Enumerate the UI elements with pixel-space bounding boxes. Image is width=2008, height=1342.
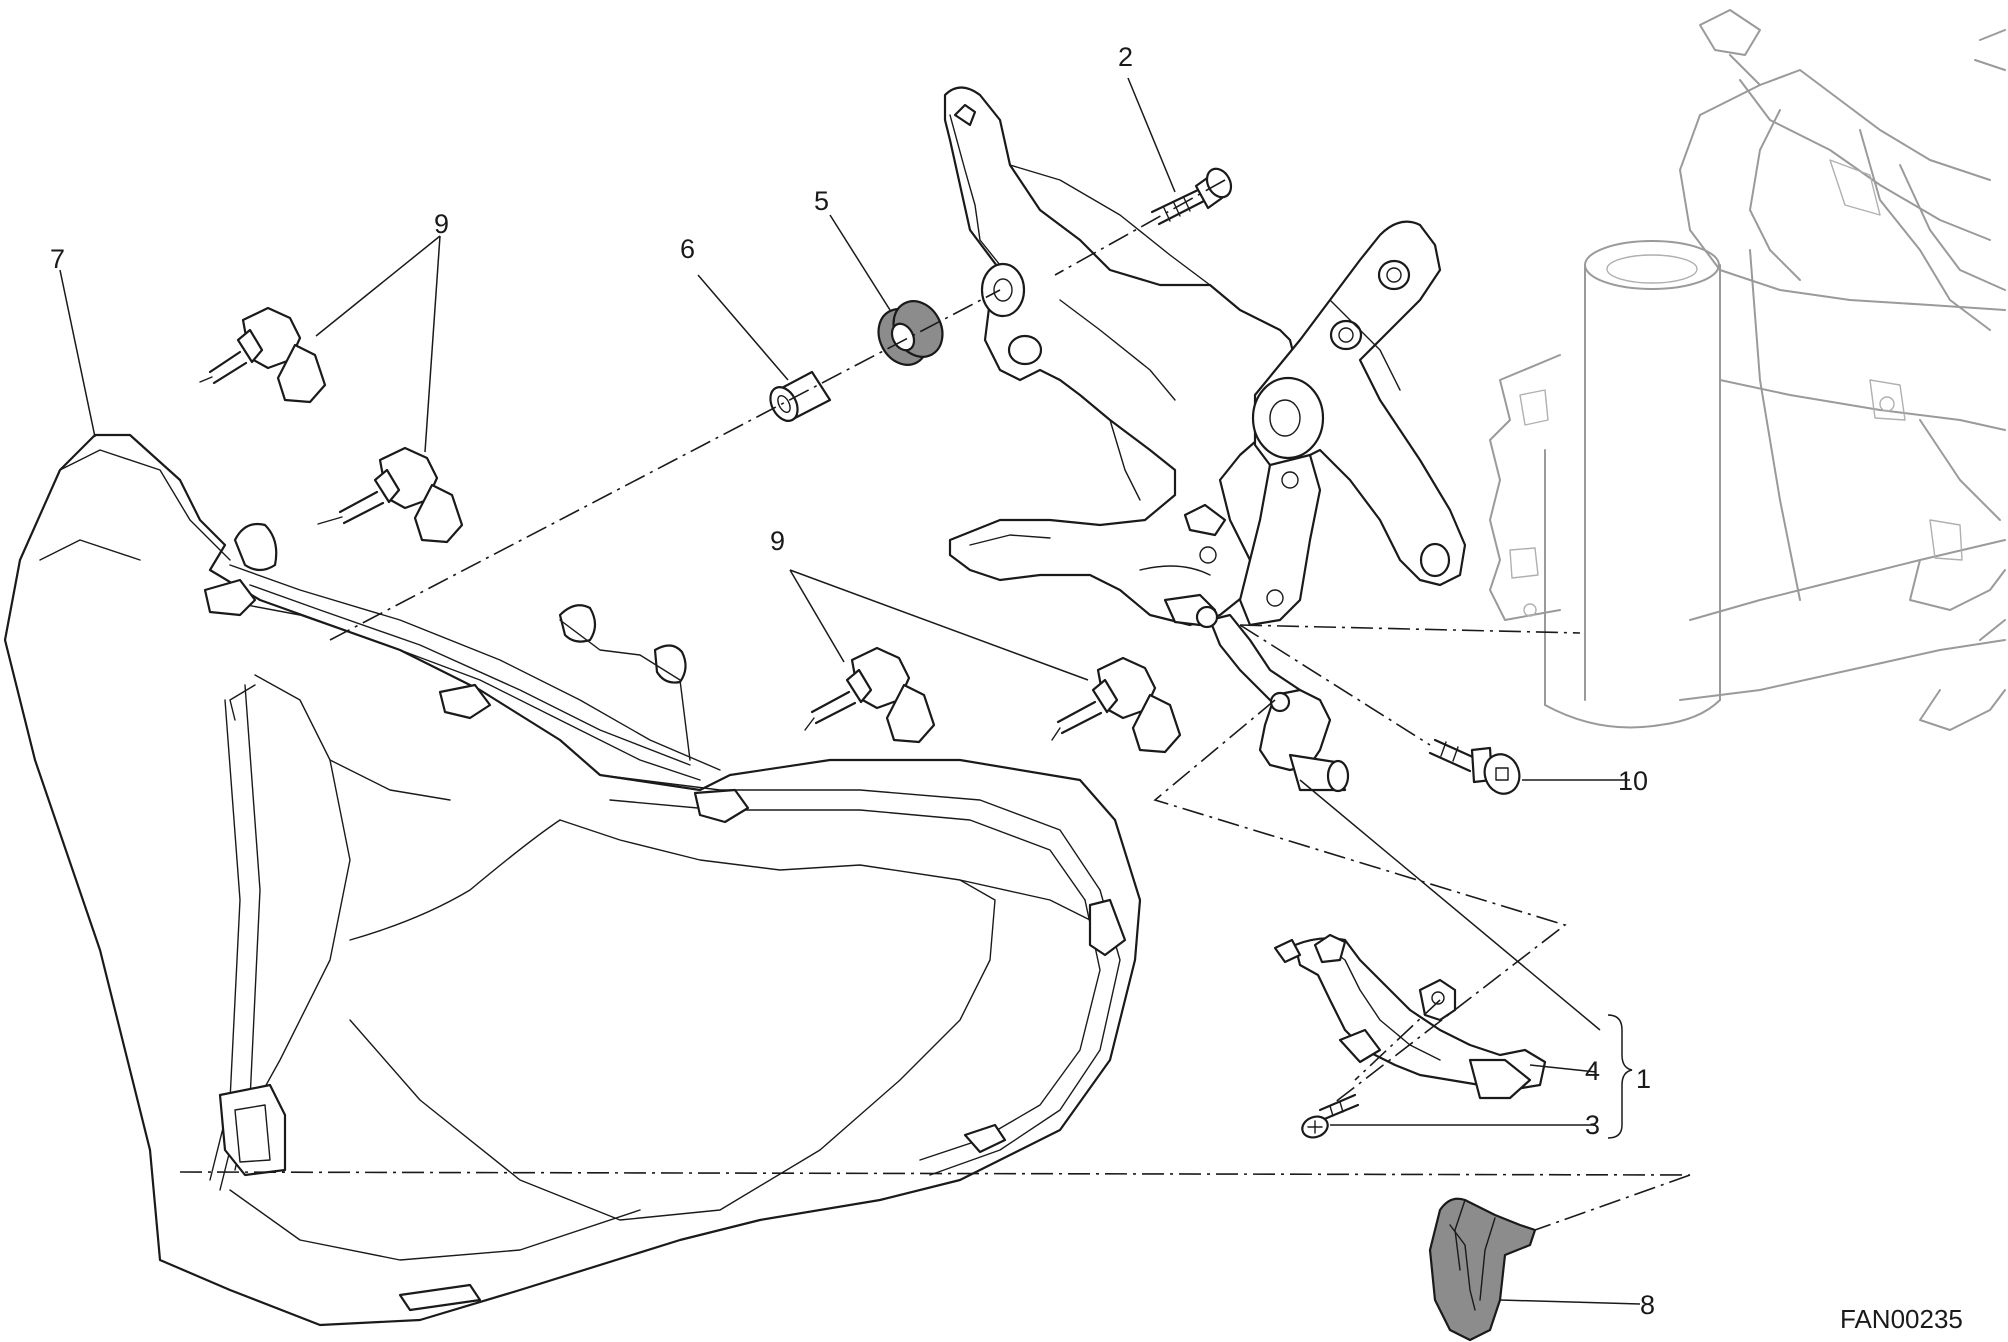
rubber-grommet <box>877 300 944 366</box>
callout-8: 8 <box>1640 1290 1655 1320</box>
bulb-upper-2 <box>317 446 464 544</box>
leader-lines <box>59 77 1641 1305</box>
bulb-upper-1 <box>199 306 327 404</box>
drawing-code: FAN00235 <box>1840 1304 1963 1334</box>
callout-1: 1 <box>1636 1064 1651 1094</box>
assembly-lines <box>179 179 1691 1231</box>
headlight-assembly <box>3 433 1142 1327</box>
spacer-bushing <box>769 370 832 422</box>
callout-5: 5 <box>814 186 829 216</box>
bulb-lower-2 <box>1051 656 1182 754</box>
bolt-side <box>1428 738 1521 795</box>
callout-9-lower: 9 <box>770 526 785 556</box>
headlight-bracket <box>943 86 1302 627</box>
callout-7: 7 <box>50 244 65 274</box>
motorcycle-frame <box>1489 9 2006 731</box>
group-brace <box>1607 1014 1633 1139</box>
cable-guide <box>1273 933 1547 1100</box>
bulb-lower-1 <box>804 646 936 744</box>
callout-10: 10 <box>1618 766 1648 796</box>
rubber-cover <box>1428 1197 1537 1342</box>
bolt-upper <box>1150 167 1233 226</box>
callout-9-upper: 9 <box>434 209 449 239</box>
screw <box>1301 1093 1360 1139</box>
callout-3: 3 <box>1585 1110 1600 1140</box>
support-link <box>1195 453 1350 793</box>
callout-4: 4 <box>1585 1056 1600 1086</box>
upper-clamp-plate <box>1251 220 1467 587</box>
callout-6: 6 <box>680 234 695 264</box>
callout-2: 2 <box>1118 42 1133 72</box>
